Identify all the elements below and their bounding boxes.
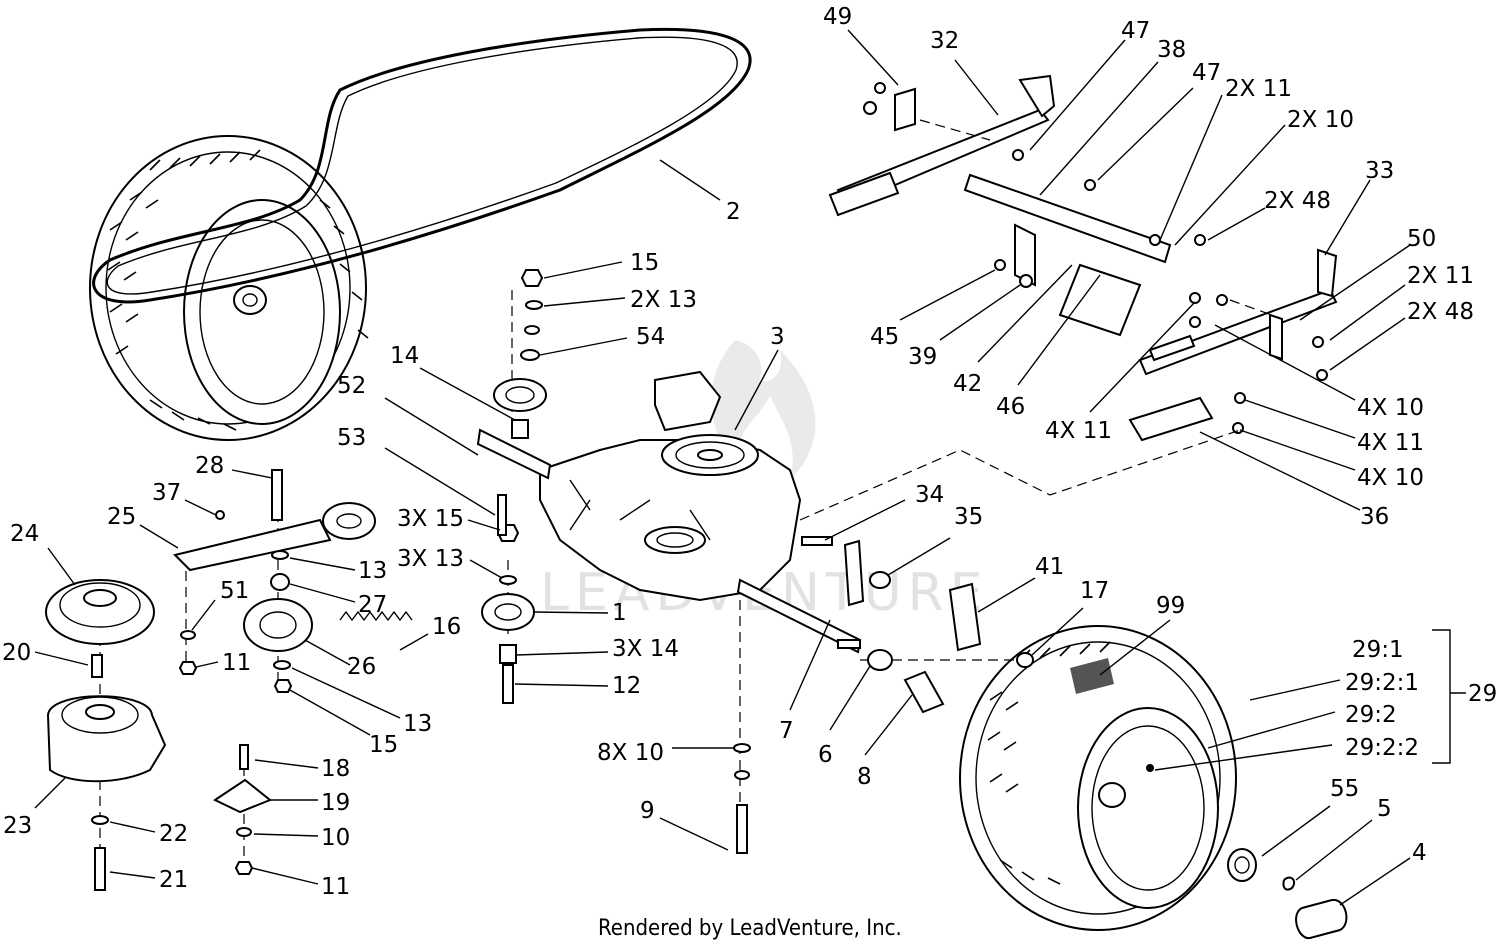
callout-4x10: 4X 10 bbox=[1357, 465, 1424, 491]
callout-6: 6 bbox=[818, 742, 833, 768]
small-bracket-hardware bbox=[212, 744, 272, 875]
callout-54: 54 bbox=[636, 324, 665, 350]
idler-arm-assembly bbox=[173, 469, 413, 693]
callout-46: 46 bbox=[996, 394, 1025, 420]
callout-3x14: 3X 14 bbox=[612, 636, 679, 662]
callout-5: 5 bbox=[1377, 796, 1392, 822]
callout-38: 38 bbox=[1157, 37, 1186, 63]
callout-29-2-1: 29:2:1 bbox=[1345, 670, 1419, 696]
left-tire-assembly bbox=[89, 135, 369, 441]
callout-15: 15 bbox=[369, 732, 398, 758]
axle-bracket-assembly bbox=[828, 74, 1338, 442]
callout-11: 11 bbox=[321, 874, 350, 900]
callout-35: 35 bbox=[954, 504, 983, 530]
callout-52: 52 bbox=[337, 373, 366, 399]
callout-29-2: 29:2 bbox=[1345, 702, 1397, 728]
callout-17: 17 bbox=[1080, 578, 1109, 604]
callout-27: 27 bbox=[358, 592, 387, 618]
callout-4x11: 4X 11 bbox=[1357, 430, 1424, 456]
right-tire-assembly bbox=[959, 625, 1237, 931]
callout-2: 2 bbox=[726, 199, 741, 225]
callout-19: 19 bbox=[321, 790, 350, 816]
callout-42: 42 bbox=[953, 371, 982, 397]
callout-29: 29 bbox=[1468, 681, 1497, 707]
callout-9: 9 bbox=[640, 798, 655, 824]
callout-25: 25 bbox=[107, 504, 136, 530]
callout-51: 51 bbox=[220, 578, 249, 604]
callout-28: 28 bbox=[195, 453, 224, 479]
callout-33: 33 bbox=[1365, 158, 1394, 184]
callout-12: 12 bbox=[612, 673, 641, 699]
callout-3x13: 3X 13 bbox=[397, 546, 464, 572]
callout-20: 20 bbox=[2, 640, 31, 666]
callout-2x48: 2X 48 bbox=[1407, 299, 1474, 325]
callout-16: 16 bbox=[432, 614, 461, 640]
callout-10: 10 bbox=[321, 825, 350, 851]
callout-53: 53 bbox=[337, 425, 366, 451]
callout-14: 14 bbox=[390, 343, 419, 369]
callout-2x11: 2X 11 bbox=[1407, 263, 1474, 289]
leader-lines bbox=[34, 29, 1411, 906]
callout-29-1: 29:1 bbox=[1352, 637, 1404, 663]
callout-34: 34 bbox=[915, 482, 944, 508]
callout-4x10: 4X 10 bbox=[1357, 395, 1424, 421]
footer-credit: Rendered by LeadVenture, Inc. bbox=[598, 916, 902, 941]
callout-11: 11 bbox=[222, 650, 251, 676]
pulley-clutch-assembly bbox=[45, 579, 167, 891]
transaxle bbox=[476, 370, 862, 654]
callout-15: 15 bbox=[630, 250, 659, 276]
callout-49: 49 bbox=[823, 4, 852, 30]
callout-2x48: 2X 48 bbox=[1264, 188, 1331, 214]
callout-26: 26 bbox=[347, 654, 376, 680]
callout-1: 1 bbox=[612, 600, 627, 626]
callout-8: 8 bbox=[857, 764, 872, 790]
upper-idler-hardware bbox=[493, 269, 547, 439]
callout-4: 4 bbox=[1412, 840, 1427, 866]
callout-13: 13 bbox=[403, 711, 432, 737]
callout-13: 13 bbox=[358, 558, 387, 584]
callout-4x11: 4X 11 bbox=[1045, 418, 1112, 444]
callout-2x13: 2X 13 bbox=[630, 287, 697, 313]
callout-99: 99 bbox=[1156, 593, 1185, 619]
callout-47: 47 bbox=[1121, 18, 1150, 44]
callout-24: 24 bbox=[10, 521, 39, 547]
callout-18: 18 bbox=[321, 756, 350, 782]
callout-50: 50 bbox=[1407, 226, 1436, 252]
callout-labels: 49 32 47 38 47 2X 11 2X 10 33 2X 48 50 2… bbox=[2, 4, 1497, 900]
callout-55: 55 bbox=[1330, 776, 1359, 802]
callout-3: 3 bbox=[770, 324, 785, 350]
callout-2x10: 2X 10 bbox=[1287, 107, 1354, 133]
callout-21: 21 bbox=[159, 867, 188, 893]
callout-7: 7 bbox=[779, 718, 794, 744]
callout-45: 45 bbox=[870, 324, 899, 350]
callout-32: 32 bbox=[930, 28, 959, 54]
callout-8x10: 8X 10 bbox=[597, 740, 664, 766]
callout-29-2-2: 29:2:2 bbox=[1345, 735, 1419, 761]
lower-idler-hardware bbox=[481, 494, 535, 704]
callout-23: 23 bbox=[3, 813, 32, 839]
callout-22: 22 bbox=[159, 821, 188, 847]
callout-39: 39 bbox=[908, 344, 937, 370]
drive-belt bbox=[92, 27, 752, 304]
callout-47: 47 bbox=[1192, 60, 1221, 86]
callout-36: 36 bbox=[1360, 504, 1389, 530]
callout-29-bracket bbox=[1432, 629, 1466, 764]
callout-37: 37 bbox=[152, 480, 181, 506]
callout-2x11: 2X 11 bbox=[1225, 76, 1292, 102]
axle-hardware bbox=[733, 536, 1034, 854]
callout-41: 41 bbox=[1035, 554, 1064, 580]
callout-3x15: 3X 15 bbox=[397, 506, 464, 532]
wheel-hub-hardware bbox=[1227, 848, 1348, 939]
